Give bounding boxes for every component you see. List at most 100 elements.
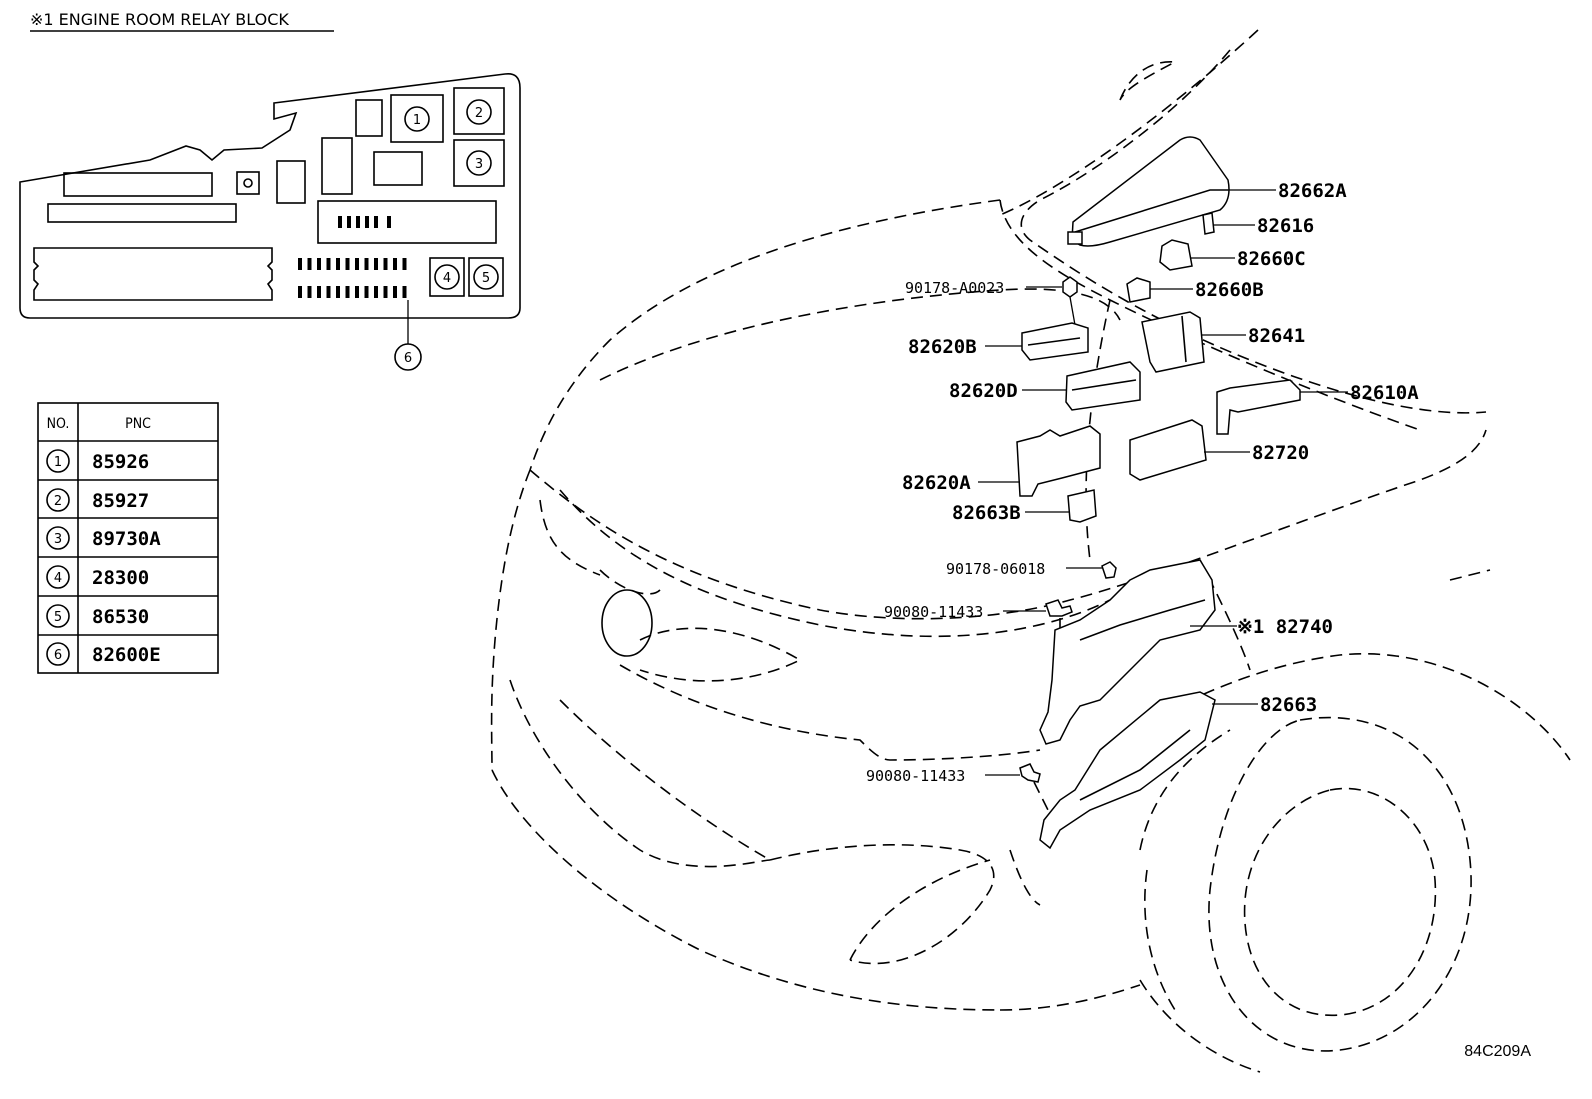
label-90080-11433-lower: 90080-11433 — [866, 767, 965, 785]
label-82620B: 82620B — [908, 336, 977, 358]
mini-fuse — [317, 258, 321, 270]
small-terminal — [236, 171, 260, 195]
callout-2: 2 — [466, 99, 492, 125]
mini-fuse — [336, 258, 340, 270]
svg-text:4: 4 — [54, 571, 62, 586]
clip-82616 — [1202, 212, 1215, 235]
svg-text:1: 1 — [54, 455, 62, 470]
mini-fuse — [383, 286, 388, 298]
label-82660C: 82660C — [1237, 248, 1306, 270]
mini-fuse — [317, 286, 321, 298]
callout-3: 3 — [466, 150, 492, 176]
svg-text:5: 5 — [482, 271, 490, 286]
mini-fuse — [364, 286, 369, 298]
mini-fuse — [374, 258, 378, 270]
table-header-pnc: PNC — [125, 416, 151, 432]
fuse-row-box — [317, 200, 497, 244]
svg-text:28300: 28300 — [92, 567, 149, 589]
mini-fuse — [326, 258, 331, 270]
svg-text:6: 6 — [54, 648, 62, 663]
nut-90178-A0023 — [1062, 276, 1078, 298]
callout-1: 1 — [404, 106, 430, 132]
terminal-hole — [243, 178, 253, 188]
svg-text:3: 3 — [54, 532, 62, 547]
relay-4 — [429, 257, 465, 297]
block-title: ※1 ENGINE ROOM RELAY BLOCK — [30, 10, 289, 29]
bolt-90080-11433-upper — [1045, 599, 1073, 617]
svg-text:6: 6 — [404, 351, 412, 366]
block-82620A — [1016, 425, 1101, 497]
svg-text:1: 1 — [413, 113, 421, 128]
fuse-slot — [276, 160, 306, 204]
table-row: 5 86530 — [46, 604, 149, 628]
label-90178-06018: 90178-06018 — [946, 560, 1045, 578]
relay-block-inset: ※1 ENGINE ROOM RELAY BLOCK 1 2 3 4 — [19, 10, 521, 371]
svg-text:2: 2 — [54, 494, 62, 509]
mini-fuse — [364, 258, 369, 270]
table-row: 4 28300 — [46, 565, 149, 589]
callout-5: 5 — [473, 264, 499, 290]
mini-fuse — [307, 258, 312, 270]
label-82616: 82616 — [1257, 215, 1314, 237]
callout-4: 4 — [434, 264, 460, 290]
svg-text:85927: 85927 — [92, 490, 149, 512]
fuse-marks-row — [338, 216, 391, 228]
block-82620D — [1065, 361, 1141, 411]
mini-fuse — [355, 258, 359, 270]
table-row: 6 82600E — [46, 642, 161, 666]
relay-3 — [453, 139, 505, 187]
fuse-slot — [321, 137, 353, 195]
fuse-slot — [373, 151, 423, 186]
label-82663: 82663 — [1260, 694, 1317, 716]
box-82641 — [1141, 311, 1205, 373]
cover-latch — [1067, 231, 1083, 245]
label-82663B: 82663B — [952, 502, 1021, 524]
mini-fuse-rows — [298, 258, 407, 298]
module-82720 — [1129, 419, 1207, 481]
relay-2 — [453, 87, 505, 135]
label-82662A: 82662A — [1278, 180, 1347, 202]
label-90178-A0023: 90178-A0023 — [905, 279, 1004, 297]
mini-fuse — [326, 286, 331, 298]
mini-fuse — [383, 258, 388, 270]
mini-fuse — [345, 258, 350, 270]
label-82610A: 82610A — [1350, 382, 1419, 404]
svg-text:3: 3 — [475, 157, 483, 172]
mini-fuse — [393, 286, 397, 298]
mini-fuse — [298, 258, 302, 270]
bolt-90080-11433-lower — [1019, 763, 1041, 783]
figure-id: 84C209A — [1464, 1043, 1531, 1060]
label-82620D: 82620D — [949, 380, 1018, 402]
svg-text:82600E: 82600E — [92, 644, 161, 666]
relay-block-base-82740 — [1039, 559, 1216, 745]
label-82720: 82720 — [1252, 442, 1309, 464]
connector-bar — [63, 172, 213, 197]
svg-text:85926: 85926 — [92, 451, 149, 473]
emblem — [601, 589, 653, 657]
svg-text:89730A: 89730A — [92, 528, 161, 550]
svg-text:86530: 86530 — [92, 606, 149, 628]
clip-82663B — [1067, 489, 1097, 523]
relay-block-outline — [19, 72, 521, 319]
svg-text:5: 5 — [54, 610, 62, 625]
mini-fuse — [336, 286, 340, 298]
mini-fuse — [402, 258, 407, 270]
label-82641: 82641 — [1248, 325, 1305, 347]
svg-text:4: 4 — [443, 271, 451, 286]
mini-fuse — [393, 258, 397, 270]
callout-6: 6 — [394, 343, 422, 371]
leader-lines — [978, 189, 1348, 776]
connector-bar — [47, 203, 237, 223]
mini-fuse — [402, 286, 407, 298]
relay-1 — [390, 94, 444, 143]
table-row: 2 85927 — [46, 488, 149, 512]
mini-fuse — [307, 286, 312, 298]
mini-fuse — [298, 286, 302, 298]
table-border — [37, 402, 219, 674]
bracket-82663 — [1039, 691, 1216, 850]
bracket-82660C — [1159, 239, 1193, 271]
bracket-82660B — [1126, 277, 1151, 303]
mini-fuse — [355, 286, 359, 298]
connector-82610A — [1216, 379, 1301, 435]
